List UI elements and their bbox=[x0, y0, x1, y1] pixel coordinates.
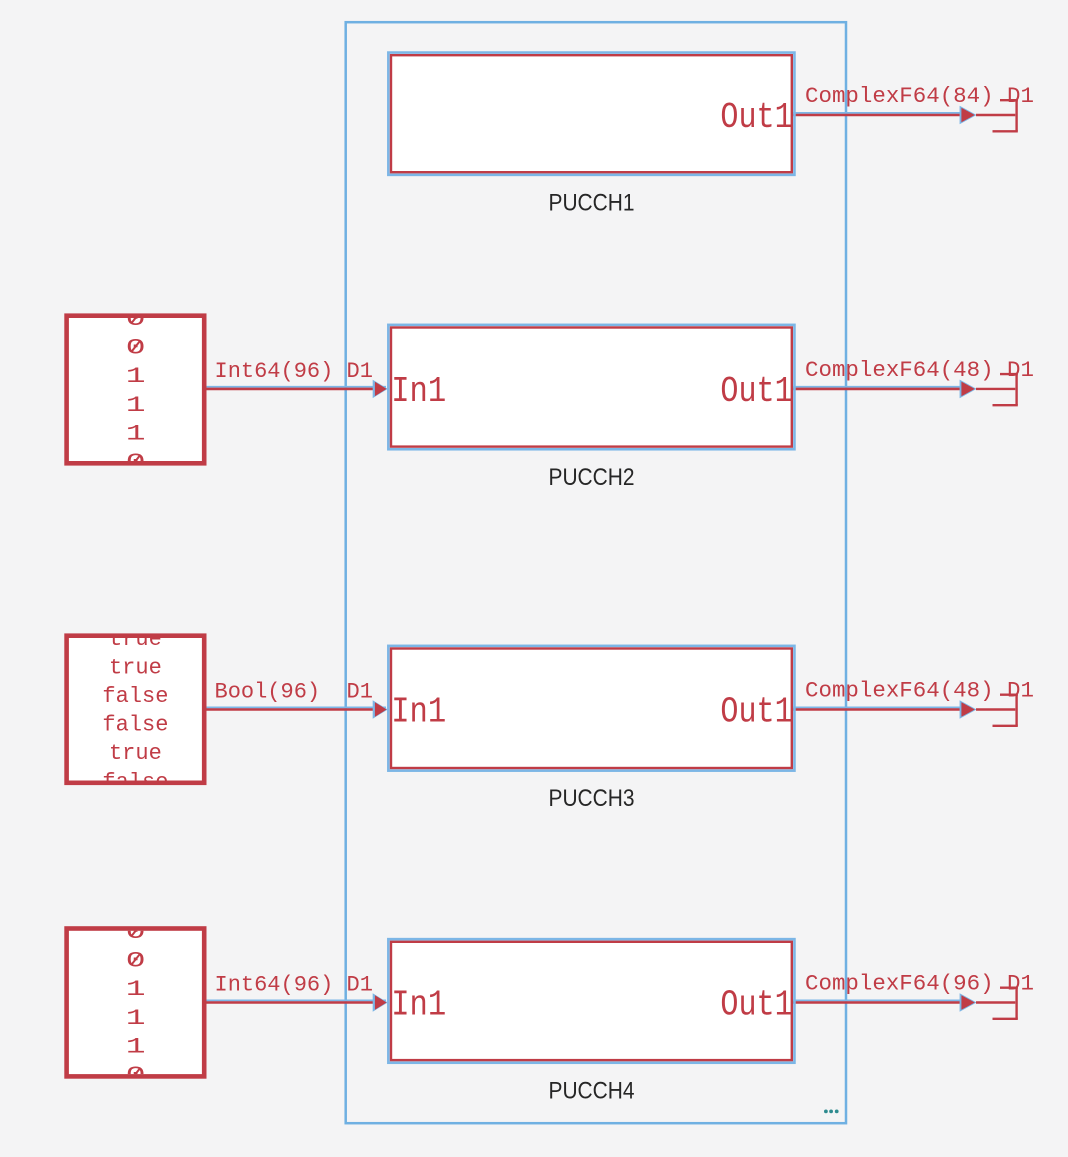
svg-text:PUCCH1: PUCCH1 bbox=[549, 189, 635, 216]
svg-text:ComplexF64(96) D1: ComplexF64(96) D1 bbox=[805, 972, 1034, 997]
svg-text:Out1: Out1 bbox=[720, 97, 792, 138]
svg-text:1: 1 bbox=[126, 1035, 146, 1059]
svg-text:1: 1 bbox=[126, 422, 146, 446]
svg-text:In1: In1 bbox=[391, 692, 446, 733]
svg-text:1: 1 bbox=[126, 1006, 146, 1030]
svg-text:0: 0 bbox=[126, 949, 146, 973]
svg-text:ComplexF64(48) D1: ComplexF64(48) D1 bbox=[805, 679, 1034, 704]
svg-text:Int64(96) D1: Int64(96) D1 bbox=[215, 359, 373, 384]
svg-text:true: true bbox=[109, 741, 162, 766]
svg-text:PUCCH2: PUCCH2 bbox=[549, 464, 635, 491]
svg-text:false: false bbox=[102, 713, 168, 738]
svg-text:PUCCH4: PUCCH4 bbox=[549, 1077, 635, 1104]
svg-text:PUCCH3: PUCCH3 bbox=[549, 785, 635, 812]
svg-text:Out1: Out1 bbox=[720, 692, 792, 733]
svg-text:true: true bbox=[109, 627, 162, 652]
svg-text:ComplexF64(84) D1: ComplexF64(84) D1 bbox=[805, 84, 1034, 109]
svg-text:1: 1 bbox=[126, 365, 146, 389]
svg-text:Out1: Out1 bbox=[720, 371, 792, 412]
svg-text:false: false bbox=[102, 684, 168, 709]
svg-text:0: 0 bbox=[126, 308, 146, 332]
svg-text:In1: In1 bbox=[391, 371, 446, 412]
svg-text:0: 0 bbox=[126, 921, 146, 945]
svg-text:1: 1 bbox=[126, 978, 146, 1002]
svg-text:true: true bbox=[109, 655, 162, 680]
svg-text:Out1: Out1 bbox=[720, 985, 792, 1026]
svg-text:1: 1 bbox=[126, 394, 146, 418]
svg-text:false: false bbox=[102, 770, 168, 795]
svg-text:0: 0 bbox=[126, 1064, 146, 1088]
svg-text:Bool(96) D1: Bool(96) D1 bbox=[215, 680, 373, 705]
svg-text:ComplexF64(48) D1: ComplexF64(48) D1 bbox=[805, 358, 1034, 383]
svg-text:0: 0 bbox=[126, 451, 146, 475]
svg-text:Int64(96) D1: Int64(96) D1 bbox=[215, 973, 373, 998]
svg-text:In1: In1 bbox=[391, 985, 446, 1026]
svg-text:0: 0 bbox=[126, 336, 146, 360]
